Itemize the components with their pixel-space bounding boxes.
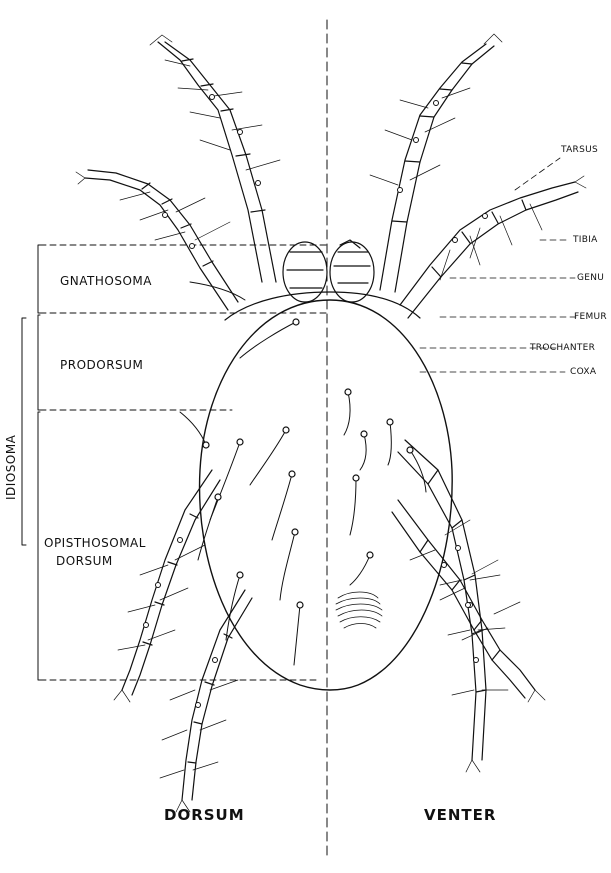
leg-dorsal-II bbox=[85, 170, 238, 310]
label-idiosoma: IDIOSOMA bbox=[4, 435, 18, 500]
dorsal-setae bbox=[180, 282, 300, 665]
label-dorsum: DORSUM bbox=[164, 806, 245, 824]
leg-ventral-I bbox=[380, 44, 494, 292]
label-femur: FEMUR bbox=[574, 312, 607, 322]
leg-ventral-IV bbox=[398, 440, 486, 760]
leg-ventral-III bbox=[392, 500, 535, 698]
label-prodorsum: PRODORSUM bbox=[60, 358, 143, 372]
label-genu: GENU bbox=[577, 273, 604, 283]
leg-joint-knobs bbox=[144, 95, 488, 708]
leg-setae bbox=[76, 34, 586, 812]
body-outline bbox=[200, 300, 453, 690]
ventral-seta-bases bbox=[345, 389, 413, 558]
segment-leaders bbox=[420, 158, 578, 372]
leg-dorsal-III bbox=[122, 470, 220, 695]
leg-dorsal-I bbox=[158, 42, 276, 282]
label-tibia: TIBIA bbox=[573, 235, 598, 245]
leg-ventral-II bbox=[400, 182, 578, 318]
region-brackets bbox=[22, 245, 40, 680]
leg-dorsal-IV bbox=[182, 590, 252, 800]
ventral-striation bbox=[336, 592, 382, 628]
label-coxa: COXA bbox=[570, 367, 596, 377]
label-gnathosoma: GNATHOSOMA bbox=[60, 274, 152, 288]
label-opisthosomal: OPISTHOSOMAL bbox=[44, 536, 146, 550]
label-trochanter: TROCHANTER bbox=[530, 343, 595, 353]
ventral-setae bbox=[344, 392, 426, 585]
shoulder bbox=[225, 292, 420, 320]
label-dorsum-region: DORSUM bbox=[56, 554, 113, 568]
label-venter: VENTER bbox=[424, 806, 496, 824]
dorsal-seta-bases bbox=[203, 319, 303, 608]
label-tarsus: TARSUS bbox=[561, 145, 598, 155]
